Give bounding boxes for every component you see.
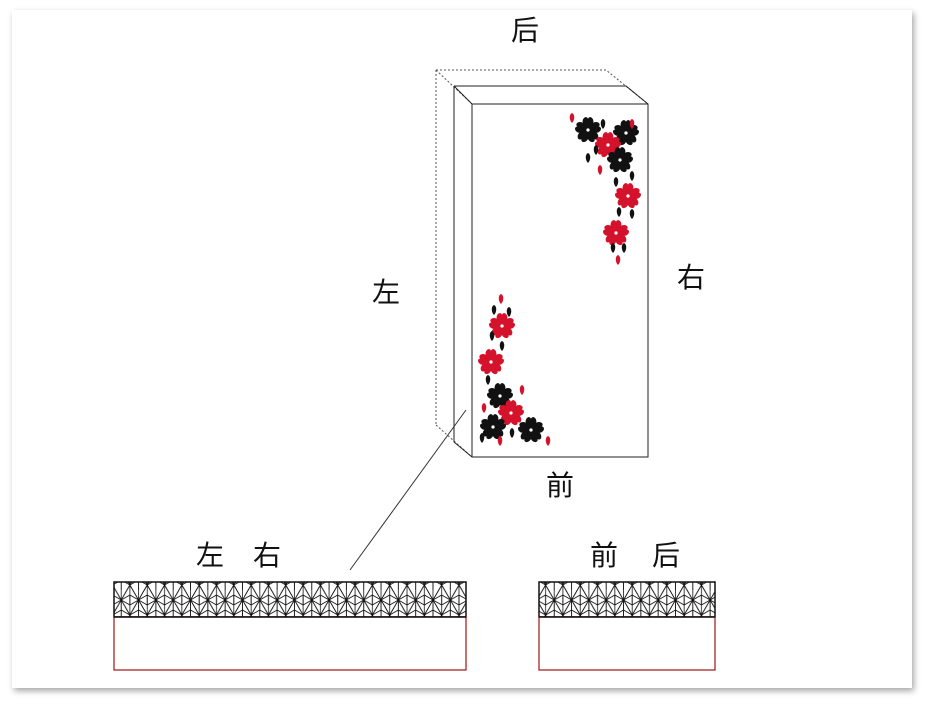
label-ends-back: 后 xyxy=(652,539,680,572)
side-panel-base xyxy=(113,616,467,671)
diagram-sheet xyxy=(12,10,912,688)
label-back: 后 xyxy=(511,14,539,47)
label-left: 左 xyxy=(372,276,400,309)
label-right: 右 xyxy=(677,261,705,294)
asanoha-pattern-icon xyxy=(113,581,467,618)
label-ends-front: 前 xyxy=(590,539,618,572)
label-front: 前 xyxy=(546,469,574,502)
label-sides-left: 左 xyxy=(196,539,224,572)
leader-line xyxy=(349,409,467,571)
end-panel-front-back xyxy=(538,581,716,671)
asanoha-pattern-icon xyxy=(538,581,716,618)
label-sides-right: 右 xyxy=(253,539,281,572)
side-panel-left-right xyxy=(113,581,467,671)
box-wall-layer xyxy=(453,85,649,458)
end-panel-base xyxy=(538,616,716,671)
